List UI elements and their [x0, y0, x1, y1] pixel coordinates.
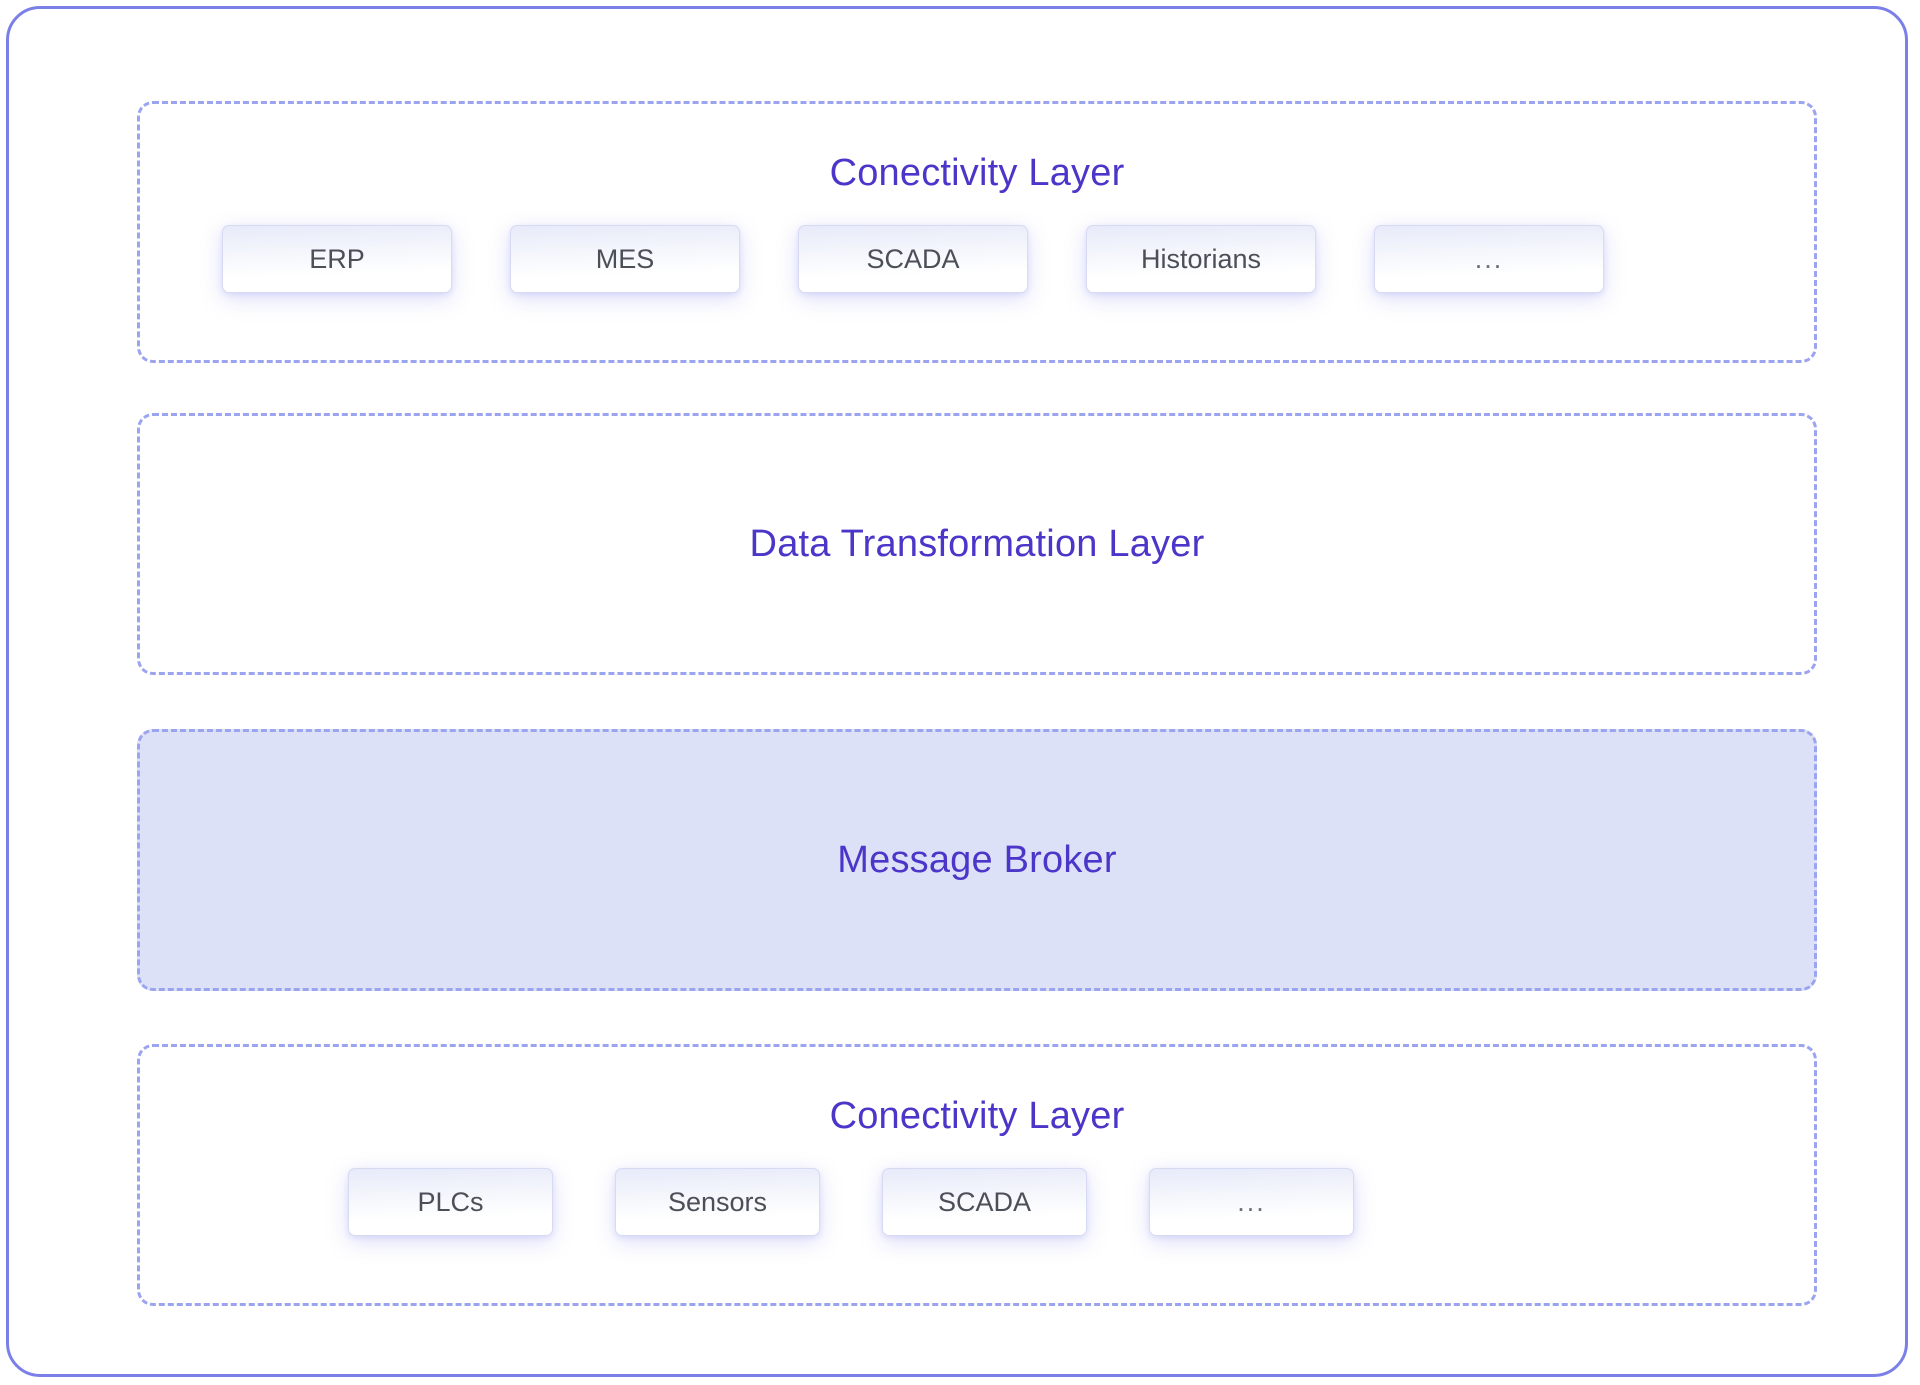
chip-more-bottom[interactable]: ...: [1149, 1168, 1354, 1236]
chip-row-connectivity-top: ERP MES SCADA Historians ...: [140, 225, 1814, 293]
diagram-frame: Conectivity Layer ERP MES SCADA Historia…: [6, 6, 1908, 1377]
layer-title-connectivity-bottom: Conectivity Layer: [829, 1095, 1125, 1137]
chip-plcs[interactable]: PLCs: [348, 1168, 553, 1236]
chip-label: ...: [1237, 1186, 1266, 1217]
chip-row-connectivity-bottom: PLCs Sensors SCADA ...: [140, 1168, 1814, 1236]
chip-scada-top[interactable]: SCADA: [798, 225, 1028, 293]
layer-title-message-broker: Message Broker: [837, 839, 1117, 881]
layer-data-transformation: Data Transformation Layer: [137, 413, 1817, 675]
layer-connectivity-top: Conectivity Layer ERP MES SCADA Historia…: [137, 101, 1817, 363]
chip-more-top[interactable]: ...: [1374, 225, 1604, 293]
chip-mes[interactable]: MES: [510, 225, 740, 293]
chip-label: PLCs: [417, 1186, 484, 1217]
layer-connectivity-bottom: Conectivity Layer PLCs Sensors SCADA ...: [137, 1044, 1817, 1306]
chip-erp[interactable]: ERP: [222, 225, 452, 293]
layer-title-connectivity-top: Conectivity Layer: [829, 152, 1125, 194]
chip-label: ERP: [309, 243, 365, 274]
layer-stack: Conectivity Layer ERP MES SCADA Historia…: [137, 9, 1817, 1374]
chip-label: Historians: [1140, 243, 1262, 274]
chip-label: SCADA: [937, 1186, 1032, 1217]
chip-label: Sensors: [667, 1186, 768, 1217]
chip-label: MES: [595, 243, 655, 274]
chip-sensors[interactable]: Sensors: [615, 1168, 820, 1236]
layer-title-data-transformation: Data Transformation Layer: [749, 523, 1205, 565]
layer-message-broker: Message Broker: [137, 729, 1817, 991]
chip-label: SCADA: [866, 243, 960, 274]
chip-historians[interactable]: Historians: [1086, 225, 1316, 293]
chip-scada-bottom[interactable]: SCADA: [882, 1168, 1087, 1236]
chip-label: ...: [1474, 243, 1504, 274]
